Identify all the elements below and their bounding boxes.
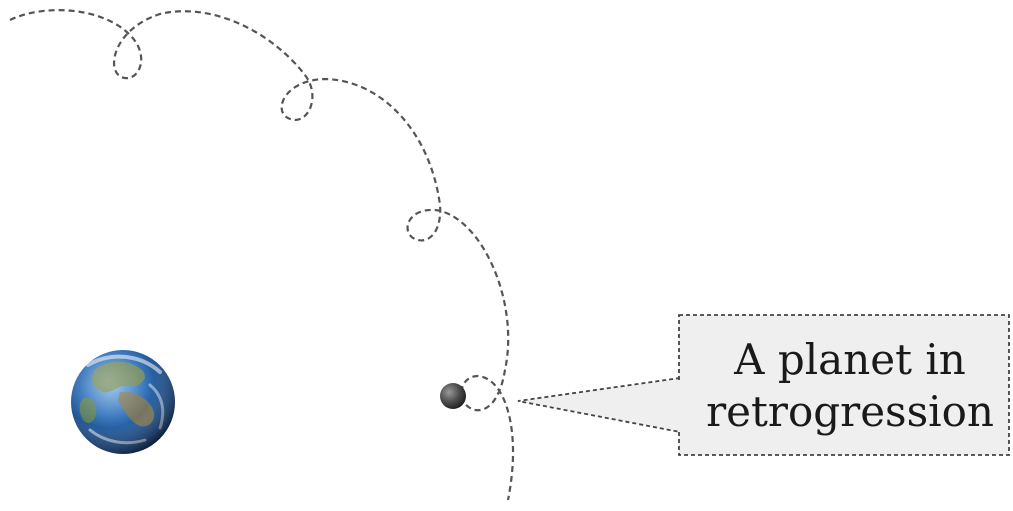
callout-text-line-2: retrogression [706,387,994,436]
earth-icon [71,350,175,454]
retrograde-path [9,9,515,501]
callout-pointer [517,377,681,433]
callout-text-line-1: A planet in [733,335,966,384]
planet-icon [440,383,466,409]
